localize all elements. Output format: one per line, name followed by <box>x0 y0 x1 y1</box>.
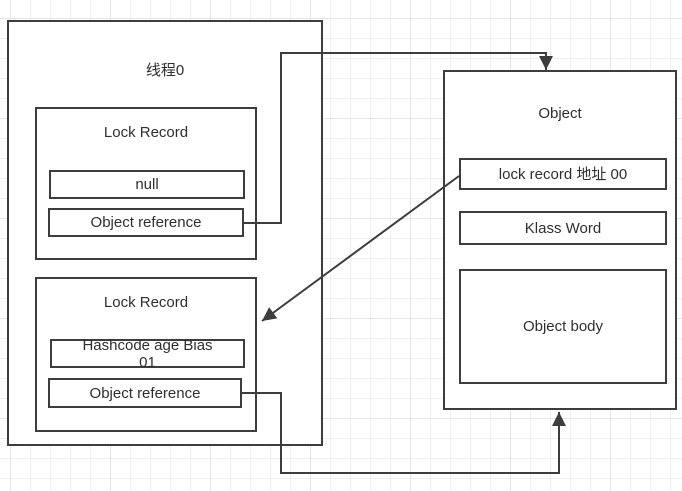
object-slot-object-body: Object body <box>459 269 667 384</box>
lock-record-1: Lock Record null Object reference <box>35 107 257 260</box>
object-box: Object lock record 地址 00 Klass Word Obje… <box>443 70 677 410</box>
lock-record-1-title: Lock Record <box>103 124 189 141</box>
thread-box: 线程0 Lock Record null Object reference Lo… <box>7 20 323 446</box>
lock-record-2-slot-object-reference: Object reference <box>48 378 242 408</box>
lock-record-1-slot-object-reference: Object reference <box>48 208 244 237</box>
object-box-title: Object <box>538 105 582 122</box>
lock-record-1-slot-mark-word: null <box>49 170 245 199</box>
lock-record-2-title: Lock Record <box>103 294 189 311</box>
object-slot-lock-record-address: lock record 地址 00 <box>459 158 667 190</box>
object-slot-klass-word: Klass Word <box>459 211 667 245</box>
thread-box-title: 线程0 <box>145 62 185 79</box>
lock-record-2: Lock Record Hashcode age Bias 01 Object … <box>35 277 257 432</box>
lock-record-2-slot-mark-word: Hashcode age Bias 01 <box>50 337 245 371</box>
